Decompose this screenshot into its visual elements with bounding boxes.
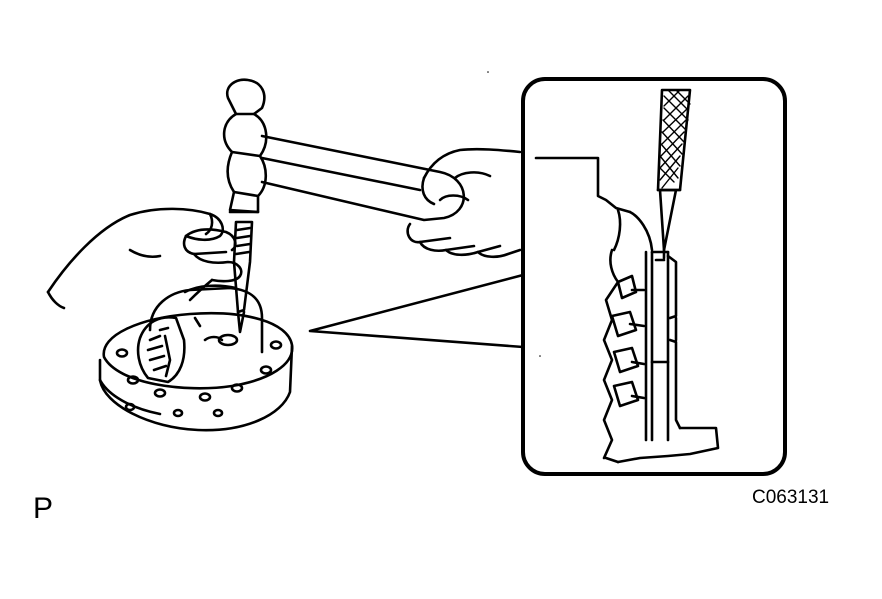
- callout-pointer: [308, 273, 525, 349]
- left-hand: [46, 207, 243, 310]
- view-label: P: [33, 492, 54, 525]
- pin-punch: [232, 220, 254, 334]
- right-hand: [406, 147, 522, 259]
- detail-inset: [521, 77, 787, 476]
- differential-case: [98, 284, 294, 432]
- figure-code: C063131: [752, 487, 830, 508]
